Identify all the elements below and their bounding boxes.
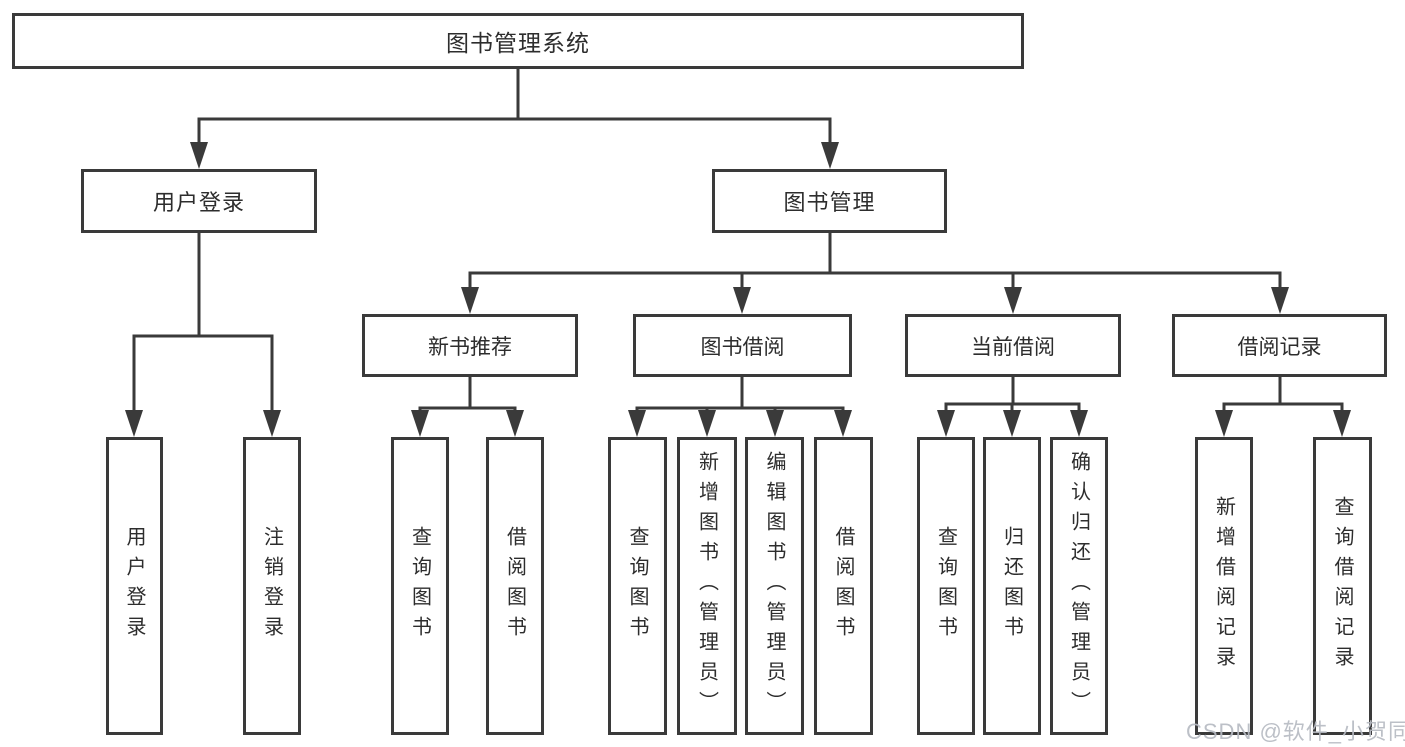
node-label: 借阅图书 (503, 526, 526, 646)
node-label: 当前借阅 (971, 335, 1055, 359)
arrowheads (125, 142, 1351, 437)
arrowhead (628, 410, 646, 437)
connector-newrec-to-leaves (418, 377, 517, 414)
leaf-logout: 注销登录 (243, 437, 301, 735)
leaf-recommend-query-books: 查询图书 (391, 437, 449, 735)
node-label: 借阅图书 (832, 526, 854, 646)
node-label: 确认归还（管理员） (1067, 451, 1090, 721)
leaf-current-query-books: 查询图书 (917, 437, 975, 735)
node-label: 借阅记录 (1237, 335, 1322, 359)
connector-userlogin-to-leaves (132, 233, 274, 414)
node-label: 图书借阅 (700, 335, 785, 359)
arrowhead (1271, 287, 1289, 314)
leaf-borrowing-borrow-books: 借阅图书 (814, 437, 873, 735)
arrowhead (1070, 410, 1088, 437)
node-label: 查询图书 (408, 526, 431, 646)
leaf-borrowing-add-books-admin: 新增图书（管理员） (677, 437, 737, 735)
arrowhead (125, 410, 143, 437)
connector-records-to-leaves (1222, 377, 1344, 414)
arrowhead (461, 287, 479, 314)
arrowhead (1003, 410, 1021, 437)
arrowhead (937, 410, 955, 437)
node-book-management: 图书管理 (712, 169, 947, 233)
node-borrow-records: 借阅记录 (1172, 314, 1387, 377)
arrowhead (821, 142, 839, 169)
connector-root-to-level2 (197, 69, 832, 146)
leaf-current-return-books: 归还图书 (983, 437, 1041, 735)
node-label: 注销登录 (260, 526, 283, 646)
node-new-book-recommend: 新书推荐 (362, 314, 578, 377)
node-label: 用户登录 (152, 190, 245, 215)
connector-current-to-leaves (944, 377, 1081, 414)
csdn-watermark: CSDN @软件_小贺同学 (1186, 719, 1405, 744)
node-library-system: 图书管理系统 (12, 13, 1024, 69)
arrowhead (1004, 287, 1022, 314)
arrowhead (698, 410, 716, 437)
arrowhead (1333, 410, 1351, 437)
leaf-recommend-borrow-books: 借阅图书 (486, 437, 544, 735)
node-label: 图书管理系统 (446, 30, 590, 56)
node-label: 编辑图书（管理员） (763, 451, 785, 721)
arrowhead (190, 142, 208, 169)
leaf-current-confirm-return-admin: 确认归还（管理员） (1050, 437, 1108, 735)
node-user-login: 用户登录 (81, 169, 317, 233)
node-label: 用户登录 (123, 526, 145, 646)
node-label: 新增图书（管理员） (695, 451, 718, 721)
connector-borrow-to-leaves (635, 377, 845, 414)
leaf-records-query-record: 查询借阅记录 (1313, 437, 1372, 735)
node-book-borrowing: 图书借阅 (633, 314, 852, 377)
connector-lines (132, 69, 1344, 414)
node-label: 归还图书 (1000, 526, 1023, 646)
node-label: 新增借阅记录 (1212, 496, 1235, 676)
arrowhead (1215, 410, 1233, 437)
arrowhead (733, 287, 751, 314)
leaf-records-add-record: 新增借阅记录 (1195, 437, 1253, 735)
leaf-user-login: 用户登录 (106, 437, 163, 735)
connector-bookmgmt-to-level3 (468, 233, 1282, 291)
node-label: 查询图书 (934, 526, 957, 646)
node-label: 图书管理 (783, 190, 876, 215)
arrowhead (506, 410, 524, 437)
arrowhead (834, 410, 852, 437)
leaf-borrowing-query-books: 查询图书 (608, 437, 667, 735)
leaf-borrowing-edit-books-admin: 编辑图书（管理员） (745, 437, 804, 735)
arrowhead (766, 410, 784, 437)
node-label: 查询图书 (626, 526, 648, 646)
node-current-borrowing: 当前借阅 (905, 314, 1121, 377)
node-label: 查询借阅记录 (1331, 496, 1353, 676)
node-label: 新书推荐 (428, 335, 512, 359)
arrowhead (411, 410, 429, 437)
arrowhead (263, 410, 281, 437)
